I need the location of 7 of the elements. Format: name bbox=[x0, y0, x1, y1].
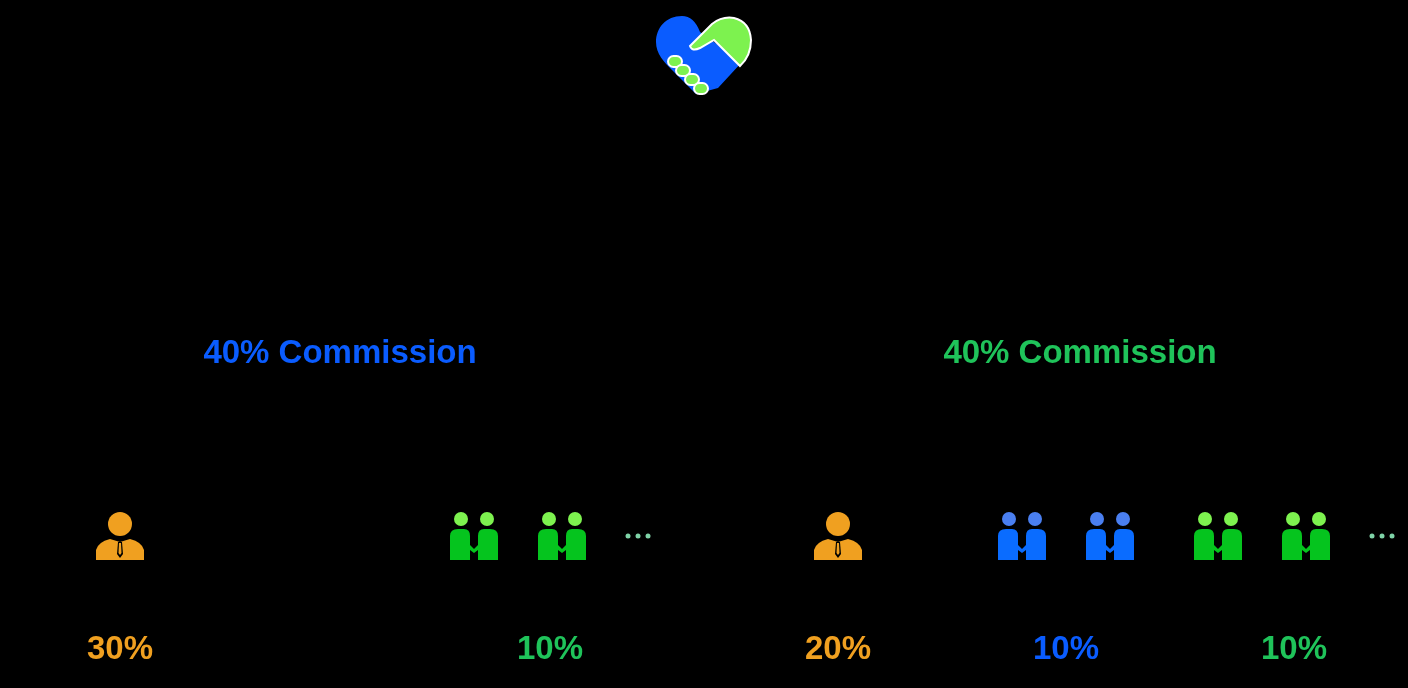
commission-label: 40% Commission bbox=[943, 332, 1217, 373]
percentage-label: 10% bbox=[516, 628, 584, 669]
percentage-label: 30% bbox=[86, 628, 154, 669]
percentage-label: 10% bbox=[1260, 628, 1328, 669]
commission-label: 40% Commission bbox=[203, 332, 477, 373]
percentage-label: 20% bbox=[804, 628, 872, 669]
percentage-label: 10% bbox=[1032, 628, 1100, 669]
